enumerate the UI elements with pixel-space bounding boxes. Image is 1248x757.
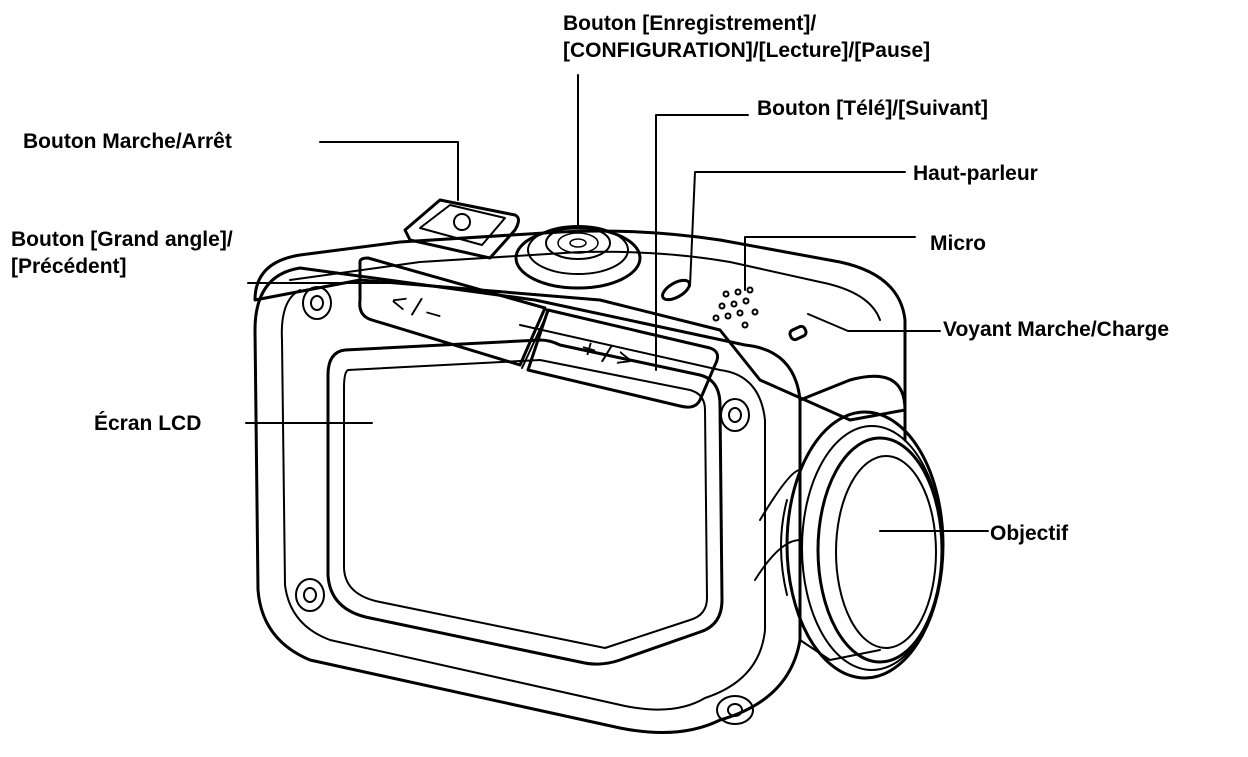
leader-lines bbox=[245, 74, 989, 532]
label-tele-button: Bouton [Télé]/[Suivant] bbox=[757, 97, 988, 120]
leader-power-led bbox=[807, 313, 941, 332]
speaker-slot bbox=[661, 278, 691, 302]
leader-tele-button bbox=[655, 114, 749, 371]
mic-grille bbox=[712, 286, 759, 329]
lens-shape bbox=[780, 410, 945, 680]
screw-mounts bbox=[295, 286, 754, 725]
label-speaker: Haut-parleur bbox=[913, 162, 1038, 185]
leader-power-button bbox=[319, 141, 459, 201]
label-mic: Micro bbox=[930, 232, 987, 255]
lcd-screen-shape bbox=[326, 338, 724, 666]
label-wide-button: Bouton [Grand angle]/ [Précédent] bbox=[11, 228, 233, 278]
label-lens: Objectif bbox=[990, 522, 1069, 545]
label-lcd-screen: Écran LCD bbox=[94, 412, 202, 435]
leader-speaker bbox=[689, 171, 906, 287]
power-led bbox=[788, 324, 808, 342]
power-button-shape bbox=[403, 198, 520, 260]
camera-body bbox=[253, 229, 907, 734]
label-power-led: Voyant Marche/Charge bbox=[943, 318, 1170, 341]
record-dial-shape bbox=[514, 225, 642, 290]
label-record-button: Bouton [Enregistrement]/ [CONFIGURATION]… bbox=[563, 12, 931, 62]
left-button-glyph: < / – bbox=[388, 285, 446, 328]
leader-mic bbox=[744, 236, 916, 291]
label-power-button: Bouton Marche/Arrêt bbox=[23, 130, 232, 153]
top-button-right bbox=[526, 308, 720, 409]
